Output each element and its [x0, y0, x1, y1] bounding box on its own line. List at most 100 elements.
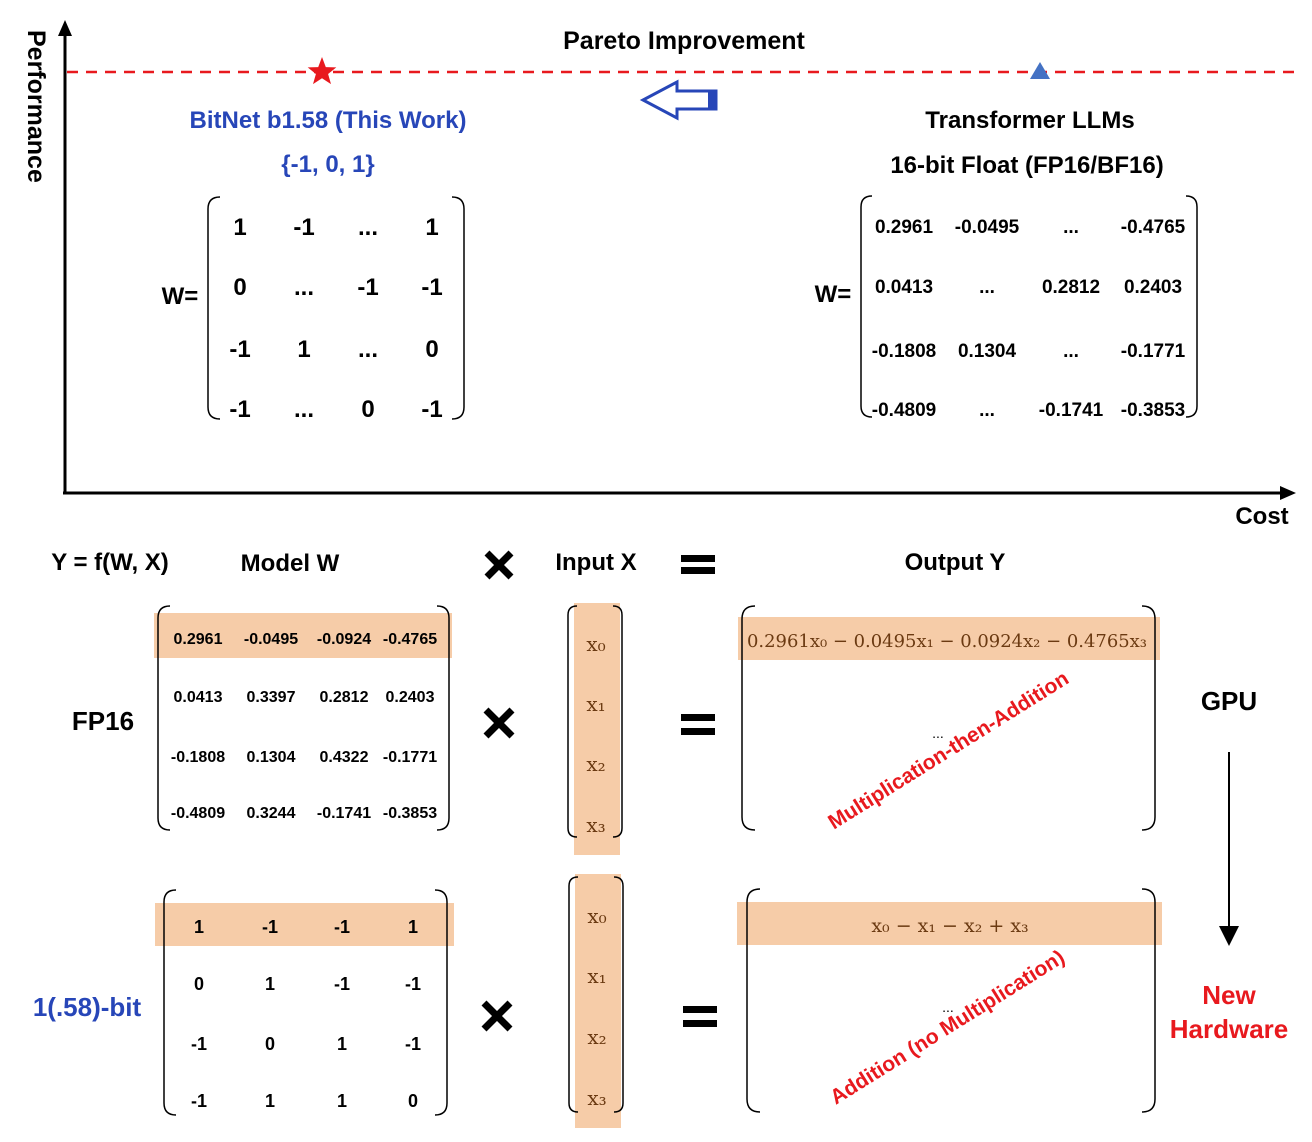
- ternary-matrix-cell: 0: [408, 1091, 418, 1111]
- transformer-matrix-cell: 0.2403: [1124, 277, 1182, 298]
- ternary-row-highlight: [155, 903, 454, 946]
- bitnet-matrix-cell: -1: [421, 396, 442, 423]
- ternary-matrix-cell: 1: [408, 917, 418, 937]
- ternary-matrix-cell: 0: [194, 974, 204, 994]
- y-axis-label: Performance: [22, 30, 50, 183]
- fp16-matrix-cell: 0.2961: [174, 631, 223, 648]
- bitnet-matrix-cell: ...: [358, 214, 378, 241]
- ternary-matrix-cell: 1: [337, 1091, 347, 1111]
- input-header: Input X: [555, 549, 636, 576]
- fp16-matrix-cell: -0.1741: [317, 805, 371, 822]
- transformer-matrix-cell: 0.0413: [875, 277, 933, 298]
- transformer-matrix-cell: -0.1808: [872, 341, 936, 362]
- ternary-matrix-cell: -1: [334, 917, 350, 937]
- fp16-input-cell: x₃: [586, 813, 605, 837]
- bitnet-matrix-cell: 0: [361, 396, 374, 423]
- ternary-matrix-cell: -1: [191, 1091, 207, 1111]
- transformer-matrix-cell: ...: [979, 400, 995, 421]
- fp16-output-highlight: [738, 617, 1160, 660]
- fp16-output-left-bracket: [741, 605, 756, 831]
- ternary-equals-icon: [683, 1006, 717, 1027]
- improvement-arrow-tail: [708, 90, 717, 110]
- fp16-matrix-cell: 0.4322: [320, 749, 369, 766]
- ternary-output-ellipsis: ...: [942, 999, 954, 1015]
- gpu-label: GPU: [1201, 686, 1257, 716]
- ternary-input-left-bracket: [568, 876, 579, 1113]
- transformer-matrix-cell: ...: [1063, 217, 1079, 238]
- fp16-input-cell: x₁: [586, 692, 605, 716]
- bitnet-matrix-cell: 1: [425, 214, 438, 241]
- ternary-input-cell: x₃: [587, 1086, 606, 1110]
- ternary-annotation: Addition (no Multiplication): [826, 946, 1069, 1110]
- improvement-arrow-icon: [639, 79, 718, 121]
- bitnet-title: BitNet b1.58 (This Work): [190, 107, 467, 134]
- bitnet-matrix-cell: ...: [358, 336, 378, 363]
- bitnet-matrix-cell: ...: [294, 274, 314, 301]
- ternary-matrix-cell: -1: [405, 974, 421, 994]
- transformer-matrix-cell: -0.1771: [1121, 341, 1186, 362]
- multiply-icon: [484, 550, 514, 580]
- y-axis-arrowhead: [58, 20, 72, 36]
- transformer-subtitle: 16-bit Float (FP16/BF16): [890, 152, 1163, 179]
- fp16-input-cell: x₀: [586, 632, 605, 656]
- transformer-matrix-cell: 0.1304: [958, 341, 1017, 362]
- fp16-input-cell: x₂: [586, 752, 605, 776]
- fp16-matrix-cell: -0.1771: [383, 749, 437, 766]
- ternary-matrix-cell: -1: [191, 1034, 207, 1054]
- bitnet-matrix-cell: -1: [421, 274, 442, 301]
- fp16-input-right-bracket: [612, 605, 623, 838]
- transformer-matrix-cell: ...: [979, 277, 995, 298]
- ternary-input-cell: x₁: [587, 964, 606, 988]
- bitnet-star-icon: [307, 57, 337, 85]
- fp16-matrix-right-bracket: [436, 605, 450, 831]
- transformer-matrix-cell: 0.2812: [1042, 277, 1100, 298]
- ternary-matrix-cell: 0: [265, 1034, 275, 1054]
- transformer-matrix-left-bracket: [860, 195, 873, 418]
- ternary-matrix-cell: 1: [265, 974, 275, 994]
- fp16-annotation: Multiplication-then-Addition: [824, 667, 1073, 834]
- new-hardware-label-line2: Hardware: [1170, 1014, 1289, 1044]
- bitnet-matrix-cell: -1: [229, 336, 250, 363]
- transformer-triangle-icon: [1030, 62, 1050, 79]
- transformer-matrix-cell: -0.0495: [955, 217, 1020, 238]
- fp16-matrix-cell: -0.4809: [171, 805, 225, 822]
- fp16-label: FP16: [72, 706, 134, 736]
- transformer-matrix-cell: -0.3853: [1121, 400, 1185, 421]
- ternary-matrix-cell: 1: [194, 917, 204, 937]
- transformer-matrix-cell: -0.4809: [872, 400, 936, 421]
- bitnet-matrix-cell: 0: [233, 274, 246, 301]
- fp16-matrix-cell: 0.3397: [247, 689, 296, 706]
- fp16-matrix-cell: 0.2812: [320, 689, 369, 706]
- fp16-input-left-bracket: [567, 605, 578, 838]
- fp16-matrix-cell: -0.1808: [171, 749, 225, 766]
- bitnet-values: {-1, 0, 1}: [281, 151, 374, 178]
- ternary-label: 1(.58)-bit: [33, 992, 142, 1022]
- bitnet-w-label: W=: [162, 283, 199, 310]
- fp16-output-formula: 0.2961x₀ − 0.0495x₁ − 0.0924x₂ − 0.4765x…: [747, 631, 1147, 652]
- x-axis-arrowhead: [1280, 486, 1296, 500]
- ternary-input-right-bracket: [613, 876, 624, 1113]
- transformer-matrix-cell: ...: [1063, 341, 1079, 362]
- fp16-input-highlight: [574, 603, 620, 855]
- ternary-matrix-left-bracket: [163, 889, 177, 1116]
- ternary-matrix-cell: -1: [334, 974, 350, 994]
- fp16-row-highlight: [154, 613, 452, 658]
- ternary-output-formula: x₀ − x₁ − x₂ + x₃: [871, 915, 1028, 937]
- bitnet-matrix-cell: -1: [357, 274, 378, 301]
- bitnet-matrix-right-bracket: [451, 196, 465, 420]
- ternary-input-cell: x₂: [587, 1025, 606, 1049]
- bitnet-matrix-cell: ...: [294, 396, 314, 423]
- ternary-output-highlight: [737, 902, 1162, 945]
- transformer-title: Transformer LLMs: [925, 107, 1134, 134]
- fp16-matrix-cell: 0.1304: [247, 749, 296, 766]
- equals-icon: [681, 555, 715, 574]
- bitnet-matrix-cell: 1: [297, 336, 310, 363]
- ternary-input-highlight: [575, 874, 621, 1128]
- ternary-matrix-right-bracket: [434, 889, 448, 1116]
